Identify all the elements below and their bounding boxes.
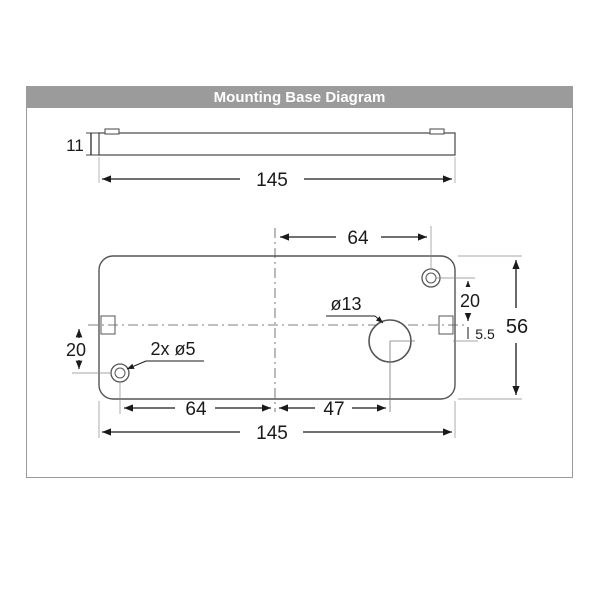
side-view-right-tab bbox=[429, 128, 445, 135]
diagram-title: Mounting Base Diagram bbox=[26, 86, 573, 108]
right-hole-offset-label: 20 bbox=[460, 291, 480, 311]
base-plate-outline bbox=[98, 255, 456, 400]
bottom-left-label: 64 bbox=[185, 399, 207, 420]
side-view-plate bbox=[98, 132, 456, 156]
top-offset-label: 64 bbox=[347, 228, 369, 249]
top-view: 64 ø13 20 5.5 56 20 2x ø5 bbox=[62, 226, 528, 444]
height-label: 56 bbox=[506, 316, 528, 338]
bottom-right-label: 47 bbox=[323, 399, 344, 420]
side-width-label: 145 bbox=[256, 170, 288, 191]
large-hole-label: ø13 bbox=[330, 294, 361, 314]
overall-width-label: 145 bbox=[256, 423, 288, 444]
small-hole-top-right bbox=[421, 268, 441, 288]
small-hole-bottom-left bbox=[110, 363, 130, 383]
thickness-label: 11 bbox=[66, 136, 84, 155]
side-view: 11 145 bbox=[66, 128, 456, 191]
small-holes-label: 2x ø5 bbox=[150, 339, 195, 359]
left-hole-offset-label: 20 bbox=[66, 340, 86, 360]
small-offset-label: 5.5 bbox=[475, 326, 495, 342]
side-view-left-tab bbox=[104, 128, 120, 135]
